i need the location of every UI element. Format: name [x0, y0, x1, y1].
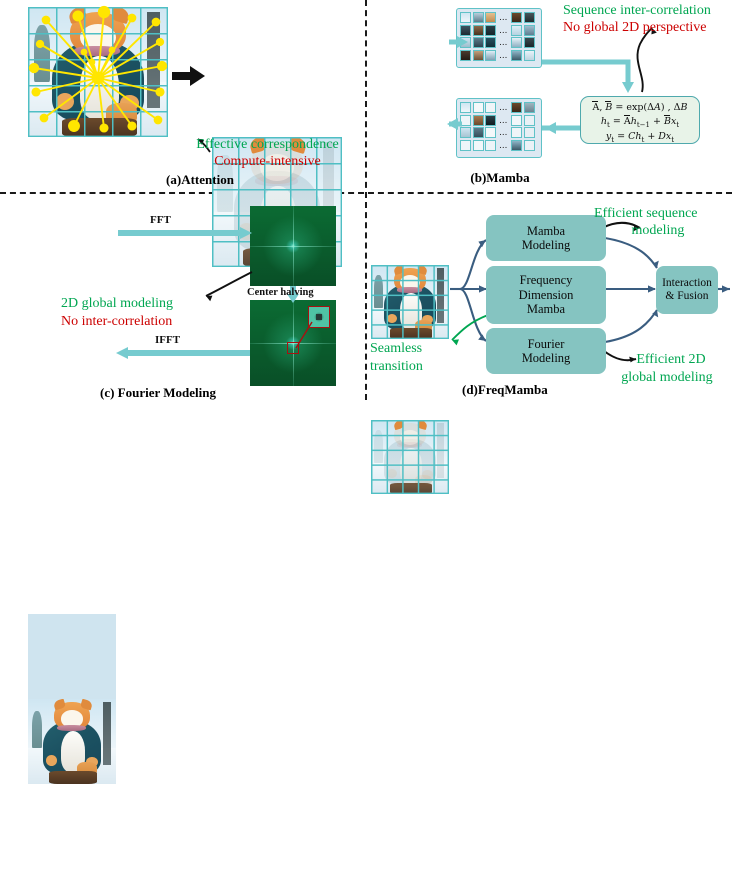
block-line-2: Modeling — [521, 238, 571, 252]
token-row: ... — [460, 24, 538, 36]
ellipsis: ... — [499, 127, 508, 137]
panel-d-annotation-bottom-left-line2: transition — [370, 359, 423, 374]
panel-b-source-image — [371, 265, 449, 339]
panel-b-result-grid — [371, 420, 449, 494]
token-row: ... — [460, 37, 538, 48]
panel-a-pro-caption: Effective correspondence — [196, 137, 339, 152]
ellipsis: ... — [499, 102, 508, 112]
panel-c-ifft-label: IFFT — [155, 334, 181, 346]
token-row: ... — [460, 114, 538, 126]
panel-b-source-grid — [371, 265, 449, 339]
block-line-2: Modeling — [521, 351, 571, 365]
panel-c-fft-label: FFT — [150, 214, 171, 226]
panel-c-con-caption: No inter-correlation — [61, 314, 173, 329]
token-row: ... — [460, 12, 538, 23]
figure-root: Effective correspondence Compute-intensi… — [0, 0, 732, 439]
block-mamba-modeling[interactable]: Mamba Modeling — [486, 215, 606, 261]
panel-d-annotation-bottom-right-line2: global modeling — [621, 370, 713, 385]
block-frequency-dimension-mamba[interactable]: Frequency Dimension Mamba — [486, 266, 606, 324]
token-row: ... — [460, 139, 538, 151]
token-row: ... — [460, 49, 538, 61]
equation-line-3: yt = Cht + Dxt — [605, 130, 675, 144]
panel-c-label: (c) Fourier Modeling — [100, 385, 217, 400]
center-region-marker — [287, 342, 299, 354]
panel-d-annotation-top-right-line2: modeling — [631, 223, 685, 238]
equation-line-1: A, B = exp(ΔA) , ΔB — [592, 102, 688, 113]
panel-c-pro-caption: 2D global modeling — [61, 296, 173, 311]
block-line-1: Interaction — [662, 276, 712, 289]
ellipsis: ... — [499, 24, 508, 35]
patch-grid-overlay — [28, 7, 168, 137]
panel-d-label: (d)FreqMamba — [462, 382, 548, 397]
ellipsis: ... — [499, 37, 508, 47]
block-line-1: Fourier — [527, 336, 565, 351]
ellipsis: ... — [499, 12, 508, 22]
panel-c-spectrum-halved — [250, 300, 336, 386]
panel-c-spectrum-full — [250, 206, 336, 286]
panel-b-token-sequence-bottom: ... ... ... ... — [456, 98, 542, 158]
panel-d-annotation-top-right-line1: Efficient sequence — [594, 206, 698, 221]
panel-b-state-space-equations: A, B = exp(ΔA) , ΔB ht = Aht−1 + Bxt yt … — [580, 96, 700, 144]
panel-c-input-image-art — [28, 699, 116, 784]
block-line-1: Frequency — [519, 273, 573, 288]
panel-b-con-caption: No global 2D perspective — [563, 20, 707, 35]
block-fourier-modeling[interactable]: Fourier Modeling — [486, 328, 606, 374]
vertical-divider — [365, 0, 367, 400]
block-line-3: Mamba — [526, 302, 566, 317]
block-line-2: Dimension — [518, 287, 574, 302]
block-line-2: & Fusion — [665, 290, 709, 302]
panel-a-source-image — [28, 7, 168, 137]
equation-line-2: ht = Aht−1 + Bxt — [600, 115, 680, 129]
panel-b-label: (b)Mamba — [470, 170, 530, 185]
token-row: ... — [460, 102, 538, 113]
horizontal-divider — [0, 192, 732, 194]
panel-b-pro-caption: Sequence inter-correlation — [563, 3, 711, 18]
panel-b-token-sequence-top: ... ... ... ... — [456, 8, 542, 68]
ellipsis: ... — [499, 114, 508, 125]
panel-c-center-halving-label: Center halving — [247, 287, 314, 298]
center-region-zoom — [308, 306, 330, 328]
ellipsis: ... — [499, 49, 508, 60]
panel-d-annotation-bottom-left-line1: Seamless — [370, 341, 423, 356]
panel-d-annotation-bottom-right-line1: Efficient 2D — [636, 352, 706, 367]
token-row: ... — [460, 127, 538, 138]
block-line-1: Mamba — [526, 223, 566, 238]
block-interaction-fusion[interactable]: Interaction & Fusion — [656, 266, 718, 314]
panel-a-con-caption: Compute-intensive — [214, 154, 321, 169]
ellipsis: ... — [499, 139, 508, 150]
panel-c-input-image — [28, 614, 116, 699]
panel-b-result-image — [371, 420, 449, 494]
panel-a-label: (a)Attention — [166, 172, 234, 187]
